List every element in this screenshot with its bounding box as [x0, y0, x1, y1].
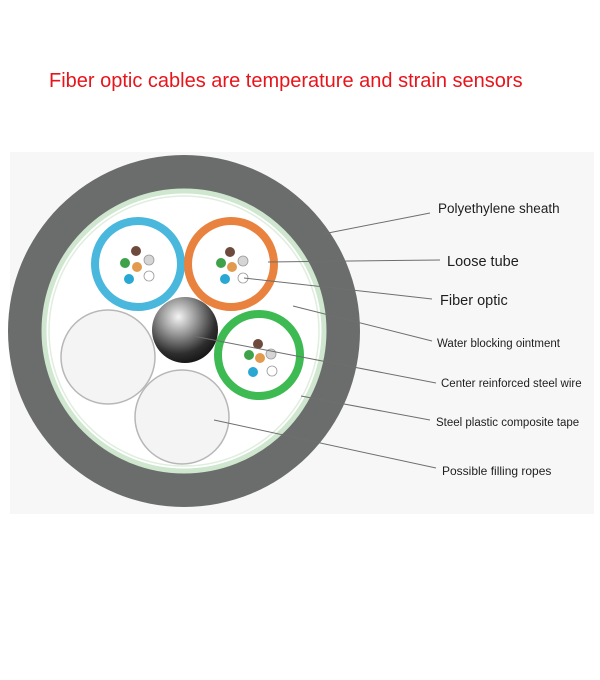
label-polyethylene-sheath: Polyethylene sheath [438, 201, 560, 216]
tape-inner-line [48, 195, 320, 467]
label-fiber-optic: Fiber optic [440, 293, 508, 309]
fiber-dot [253, 339, 263, 349]
fiber-dot [266, 365, 278, 377]
fiber-dot [132, 262, 142, 272]
fiber-dot [131, 246, 141, 256]
leader-line-ointment [292, 305, 433, 342]
fiber-dot [244, 350, 254, 360]
fiber-dot [237, 255, 249, 267]
fiber-dot [255, 353, 265, 363]
label-loose-tube: Loose tube [447, 254, 519, 270]
center-steel-wire [152, 297, 218, 363]
filling-rope-bottom [134, 369, 230, 465]
page-title: Fiber optic cables are temperature and s… [49, 70, 523, 92]
label-center-steel-wire: Center reinforced steel wire [441, 378, 582, 390]
fiber-dot [143, 270, 155, 282]
filling-rope-left [60, 309, 156, 405]
fiber-dot [248, 367, 258, 377]
leader-line-sheath [322, 212, 431, 235]
fiber-dot [216, 258, 226, 268]
label-composite-tape: Steel plastic composite tape [436, 417, 579, 429]
leader-line-tape [300, 395, 431, 421]
fiber-dot [220, 274, 230, 284]
label-water-blocking-ointment: Water blocking ointment [437, 338, 561, 350]
label-filling-ropes: Possible filling ropes [442, 464, 551, 478]
fiber-dot [227, 262, 237, 272]
leader-line-fiber [243, 277, 433, 300]
fiber-dot [124, 274, 134, 284]
leader-line-loose-tube [267, 259, 441, 263]
fiber-dot [225, 247, 235, 257]
leader-line-ropes [213, 419, 437, 469]
leader-line-steel-wire [192, 335, 437, 384]
fiber-dot [143, 254, 155, 266]
fiber-dot [120, 258, 130, 268]
